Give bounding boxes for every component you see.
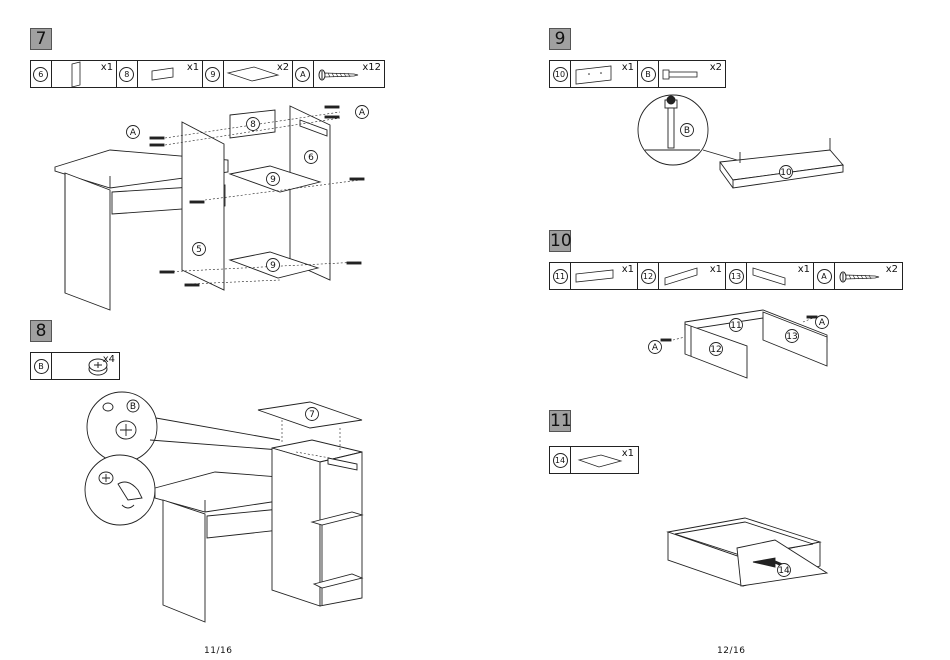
page-12: 9 10 x1 B x2 B [475, 0, 950, 660]
callout: 14 [778, 566, 790, 576]
callout: B [130, 402, 136, 412]
step-11-illustration: 14 [475, 0, 950, 660]
page-number: 12/16 [717, 646, 745, 656]
callout: 7 [309, 410, 315, 420]
page-number: 11/16 [204, 646, 232, 656]
step-8-illustration: B 7 [0, 0, 475, 660]
page-11: 7 6 x1 8 x1 9 x2 A x12 [0, 0, 475, 660]
